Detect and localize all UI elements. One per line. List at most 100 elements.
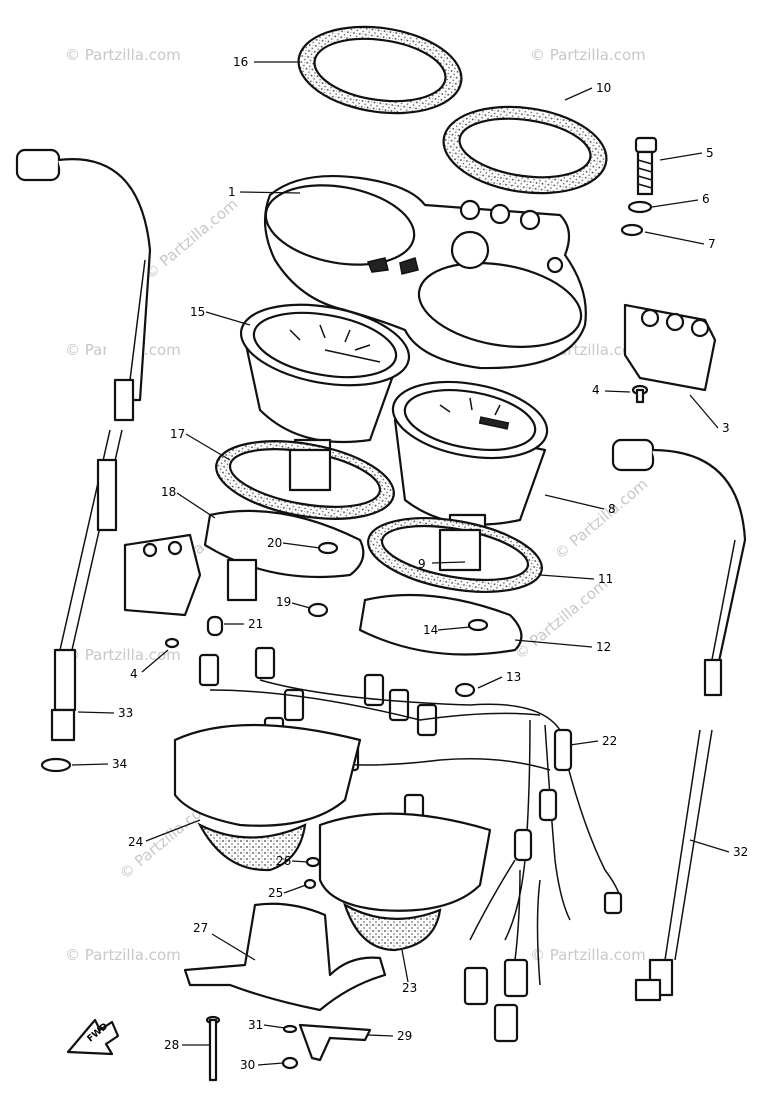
callout-label: 21 bbox=[248, 617, 263, 631]
bulb bbox=[206, 615, 224, 637]
speedometer-cable bbox=[15, 148, 152, 742]
callout-label: 23 bbox=[402, 981, 417, 995]
watermark-text: © Partzilla.com bbox=[551, 475, 651, 563]
tachometer-cable bbox=[611, 438, 747, 1002]
callout-leaders bbox=[71, 61, 730, 1066]
screw bbox=[164, 637, 180, 649]
lower-housing-left bbox=[173, 723, 362, 872]
callout-leader bbox=[239, 191, 301, 194]
callout-leader bbox=[431, 561, 466, 564]
callout-label: 10 bbox=[596, 81, 611, 95]
callout-label: 29 bbox=[397, 1029, 412, 1043]
callout-leader bbox=[689, 839, 730, 853]
callout-label: 5 bbox=[706, 146, 714, 160]
lower-housing-right bbox=[318, 812, 492, 952]
callout-label: 20 bbox=[267, 536, 282, 550]
bracket-strip bbox=[298, 1023, 372, 1062]
callout-label: 1 bbox=[228, 185, 236, 199]
mounting-ring-right bbox=[367, 517, 543, 593]
callout-label: 15 bbox=[190, 305, 205, 319]
watermark-text: © Partzilla.com bbox=[530, 946, 646, 964]
callout-leader bbox=[604, 390, 631, 393]
watermark-text: © Partzilla.com bbox=[141, 195, 241, 283]
callout-label: 4 bbox=[592, 383, 600, 397]
callout-leader bbox=[185, 433, 231, 461]
callout-leader bbox=[544, 494, 605, 510]
callout-label: 18 bbox=[161, 485, 176, 499]
callout-label: 33 bbox=[118, 706, 133, 720]
callout-leader bbox=[514, 639, 593, 648]
callout-label: 14 bbox=[423, 623, 438, 637]
callout-label: 24 bbox=[128, 835, 143, 849]
callout-label: 12 bbox=[596, 640, 611, 654]
callout-label: 16 bbox=[233, 55, 248, 69]
callout-leader bbox=[569, 740, 599, 746]
callout-leader bbox=[477, 676, 503, 689]
wire-harness bbox=[209, 679, 623, 1043]
callout-leader bbox=[401, 949, 409, 983]
bracket-plate-right bbox=[358, 593, 523, 656]
callout-labels: 1344567891011121314151617181920212223242… bbox=[112, 55, 748, 1072]
callout-label: 19 bbox=[276, 595, 291, 609]
nut bbox=[454, 682, 476, 698]
callout-label: 28 bbox=[164, 1038, 179, 1052]
mounting-ring-left bbox=[215, 440, 395, 520]
forward-arrow: FWD bbox=[66, 1018, 120, 1056]
callout-label: 25 bbox=[268, 886, 283, 900]
callout-leader bbox=[644, 231, 705, 245]
callout-label: 11 bbox=[598, 572, 613, 586]
watermark-text: © Partzilla.com bbox=[65, 46, 181, 64]
grommet bbox=[305, 856, 321, 868]
callout-label: 3 bbox=[722, 421, 730, 435]
o-ring bbox=[40, 757, 72, 773]
tachometer bbox=[391, 380, 549, 567]
callout-label: 22 bbox=[602, 734, 617, 748]
callout-leader bbox=[141, 649, 169, 673]
callout-leader bbox=[263, 1024, 286, 1029]
callout-label: 31 bbox=[248, 1018, 263, 1032]
callout-label: 7 bbox=[708, 237, 716, 251]
callout-leader bbox=[205, 311, 251, 326]
washer bbox=[282, 1024, 298, 1034]
watermark-text: © Partzilla.com bbox=[65, 646, 181, 664]
callout-leader bbox=[291, 860, 309, 863]
callout-leader bbox=[145, 819, 201, 842]
callout-leader bbox=[651, 199, 699, 208]
callout-leader bbox=[367, 1034, 394, 1037]
callout-leader bbox=[211, 933, 256, 961]
callout-leader bbox=[283, 884, 307, 894]
callout-label: 26 bbox=[276, 854, 291, 868]
nut bbox=[307, 602, 329, 618]
callout-label: 30 bbox=[240, 1058, 255, 1072]
long-bolt bbox=[205, 1015, 221, 1082]
washer bbox=[627, 200, 653, 214]
callout-leader bbox=[437, 626, 471, 631]
callout-label: 17 bbox=[170, 427, 185, 441]
callout-label: 4 bbox=[130, 667, 138, 681]
callout-leader bbox=[282, 542, 321, 549]
washer bbox=[620, 223, 644, 237]
callout-label: 34 bbox=[112, 757, 127, 771]
callout-leader bbox=[539, 574, 595, 580]
callout-label: 6 bbox=[702, 192, 710, 206]
watermark-text: © Partzilla.com bbox=[65, 946, 181, 964]
callout-leader bbox=[176, 492, 216, 519]
lower-bracket bbox=[183, 902, 387, 1012]
callout-leader bbox=[689, 394, 719, 429]
meter-housing-top bbox=[263, 175, 587, 370]
callout-label: 8 bbox=[608, 502, 616, 516]
callout-label: 9 bbox=[418, 557, 426, 571]
callout-label: 13 bbox=[506, 670, 521, 684]
bolt bbox=[634, 136, 658, 196]
callout-leader bbox=[77, 711, 115, 714]
bezel-ring-right bbox=[442, 105, 608, 195]
callout-leader bbox=[71, 763, 109, 766]
callout-leader bbox=[659, 152, 703, 161]
callout-leader bbox=[564, 87, 593, 101]
callout-label: 27 bbox=[193, 921, 208, 935]
indicator-bracket-left bbox=[123, 533, 202, 617]
speedometer bbox=[239, 303, 411, 477]
screw bbox=[631, 384, 649, 404]
callout-leader bbox=[291, 602, 311, 609]
